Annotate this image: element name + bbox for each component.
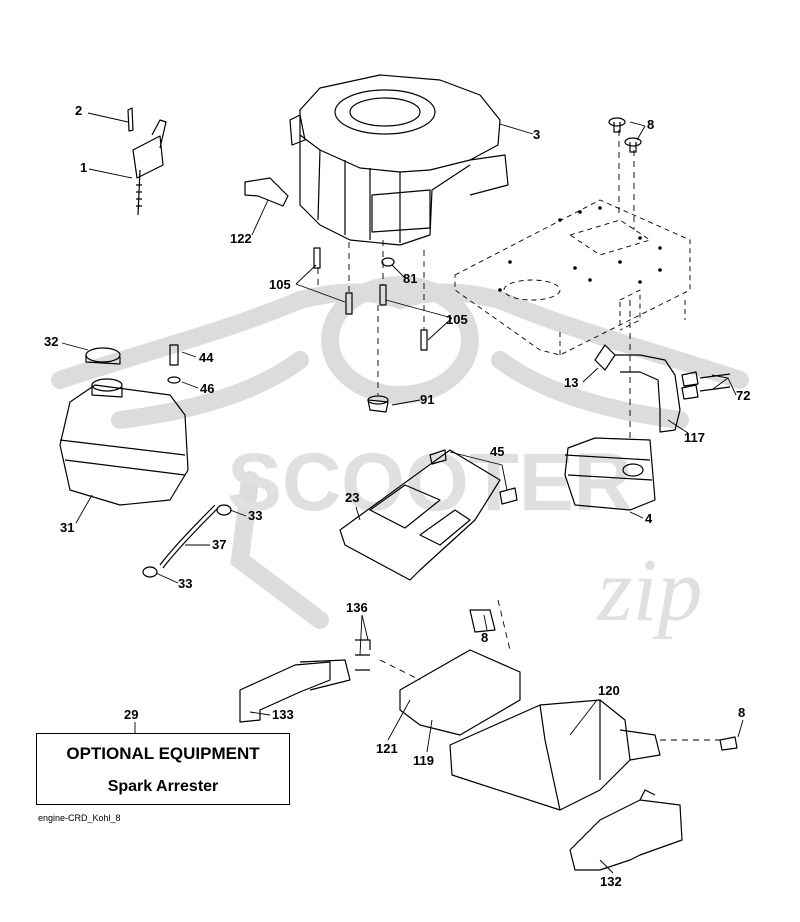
heat-shield-drawing [339, 449, 518, 581]
watermark-text-a: SCOOTER [227, 437, 632, 528]
optional-equipment-title: OPTIONAL EQUIPMENT [66, 744, 260, 763]
callout-8-right: 8 [738, 705, 745, 720]
optional-equipment-subtitle: Spark Arrester [107, 778, 219, 795]
engine-deck-holes [498, 206, 662, 292]
callout-3: 3 [533, 127, 540, 142]
watermark-text: SCOOTER zip [227, 437, 702, 640]
callout-119: 119 [413, 753, 434, 768]
fuel-tank-drawing [59, 344, 189, 506]
callout-91: 91 [420, 392, 434, 407]
drawing-code: engine-CRD_Kohl_8 [38, 813, 121, 823]
callout-2: 2 [75, 103, 82, 118]
spark-arrester-drawing [239, 609, 738, 871]
callout-33-upper: 33 [248, 508, 262, 523]
engine-bolts-drawing [313, 247, 428, 413]
callout-23: 23 [345, 490, 359, 505]
assembly-lines [317, 130, 720, 741]
callout-132: 132 [600, 874, 622, 889]
callout-8-top: 8 [647, 117, 654, 132]
callout-136: 136 [346, 600, 368, 615]
engine-drawing [289, 74, 509, 246]
callout-37: 37 [212, 537, 226, 552]
callout-72: 72 [736, 388, 750, 403]
leader-lines [61, 112, 744, 874]
engine-deck-drawing [454, 199, 691, 356]
callout-1: 1 [80, 160, 87, 175]
deck-fasteners-drawing [608, 117, 642, 153]
callout-122: 122 [230, 231, 252, 246]
callout-121: 121 [376, 741, 398, 756]
callout-46: 46 [200, 381, 214, 396]
callout-33-lower: 33 [178, 576, 192, 591]
artwork [59, 74, 738, 871]
optional-equipment-box: OPTIONAL EQUIPMENT Spark Arrester [36, 733, 290, 805]
throttle-control-drawing [127, 107, 167, 216]
callout-29: 29 [124, 707, 138, 722]
callout-labels: 2 1 3 8 122 81 105 105 32 44 46 91 13 72… [44, 103, 750, 889]
callout-81: 81 [403, 271, 417, 286]
callout-45: 45 [490, 444, 504, 459]
callout-133: 133 [272, 707, 294, 722]
callout-13: 13 [564, 375, 578, 390]
callout-117: 117 [684, 430, 705, 445]
callout-8-mid: 8 [481, 630, 488, 645]
muffler-drawing [564, 437, 656, 511]
callout-32: 32 [44, 334, 58, 349]
watermark-text-b: zip [595, 541, 702, 640]
watermark [51, 276, 749, 629]
callout-31: 31 [60, 520, 74, 535]
engine-bracket-drawing [244, 177, 289, 207]
callout-105-right: 105 [446, 312, 468, 327]
callout-120: 120 [598, 683, 620, 698]
callout-105-left: 105 [269, 277, 291, 292]
callout-4: 4 [645, 511, 653, 526]
callout-44: 44 [199, 350, 214, 365]
